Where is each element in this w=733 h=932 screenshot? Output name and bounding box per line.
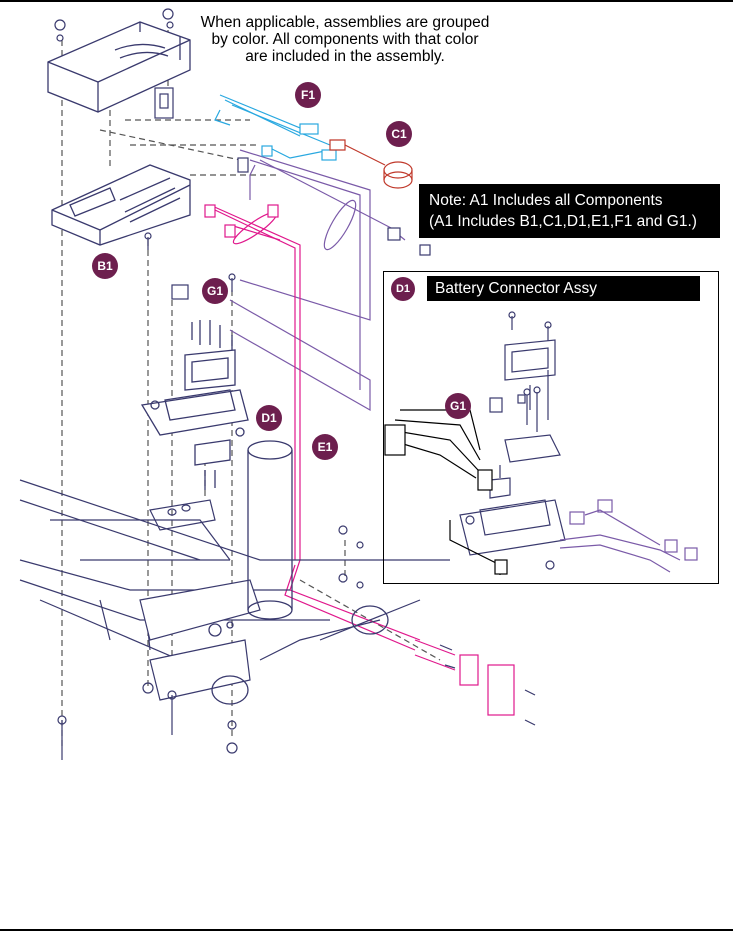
red-harness [329, 139, 413, 189]
inset-callout-g1: G1 [445, 393, 471, 419]
purple-connectors [237, 157, 431, 256]
battery-connector-d1 [140, 320, 249, 490]
connector-screws [439, 644, 536, 726]
assembly-color-note: When applicable, assemblies are grouped … [180, 14, 510, 65]
fork [211, 605, 389, 705]
bottom-rule [0, 929, 733, 931]
blue-harness [214, 94, 337, 161]
callout-f1: F1 [295, 82, 321, 108]
header-note-line-2: by color. All components with that color [211, 31, 479, 48]
header-note-line-1: When applicable, assemblies are grouped [200, 14, 490, 31]
controller-b1 [51, 164, 191, 246]
callout-d1: D1 [256, 405, 282, 431]
note-line-2: (A1 Includes B1,C1,D1,E1,F1 and G1.) [429, 213, 697, 230]
frame-nuts [338, 525, 364, 589]
callout-c1: C1 [386, 121, 412, 147]
inset-drawing [384, 311, 698, 575]
controller-screw [144, 232, 152, 250]
note-line-1: Note: A1 Includes all Components [429, 192, 663, 209]
battery-connector-inset [383, 271, 719, 584]
inset-badge-d1: D1 [391, 277, 415, 301]
magenta-connector-housing [414, 639, 515, 716]
callout-g1: G1 [202, 278, 228, 304]
header-note-line-3: are included in the assembly. [245, 48, 445, 65]
top-rule [0, 0, 733, 2]
inset-title: Battery Connector Assy [427, 276, 700, 301]
callout-e1: E1 [312, 434, 338, 460]
callout-b1: B1 [92, 253, 118, 279]
switch-part [154, 87, 174, 119]
chassis-frame [19, 479, 450, 701]
seat-post-tube [208, 440, 293, 637]
a1-components-note: Note: A1 Includes all Components (A1 Inc… [419, 184, 720, 238]
controller-cover [47, 21, 191, 113]
cover-nuts [54, 8, 174, 42]
fuse-g1 [171, 273, 236, 300]
frame-bolts [57, 682, 238, 760]
